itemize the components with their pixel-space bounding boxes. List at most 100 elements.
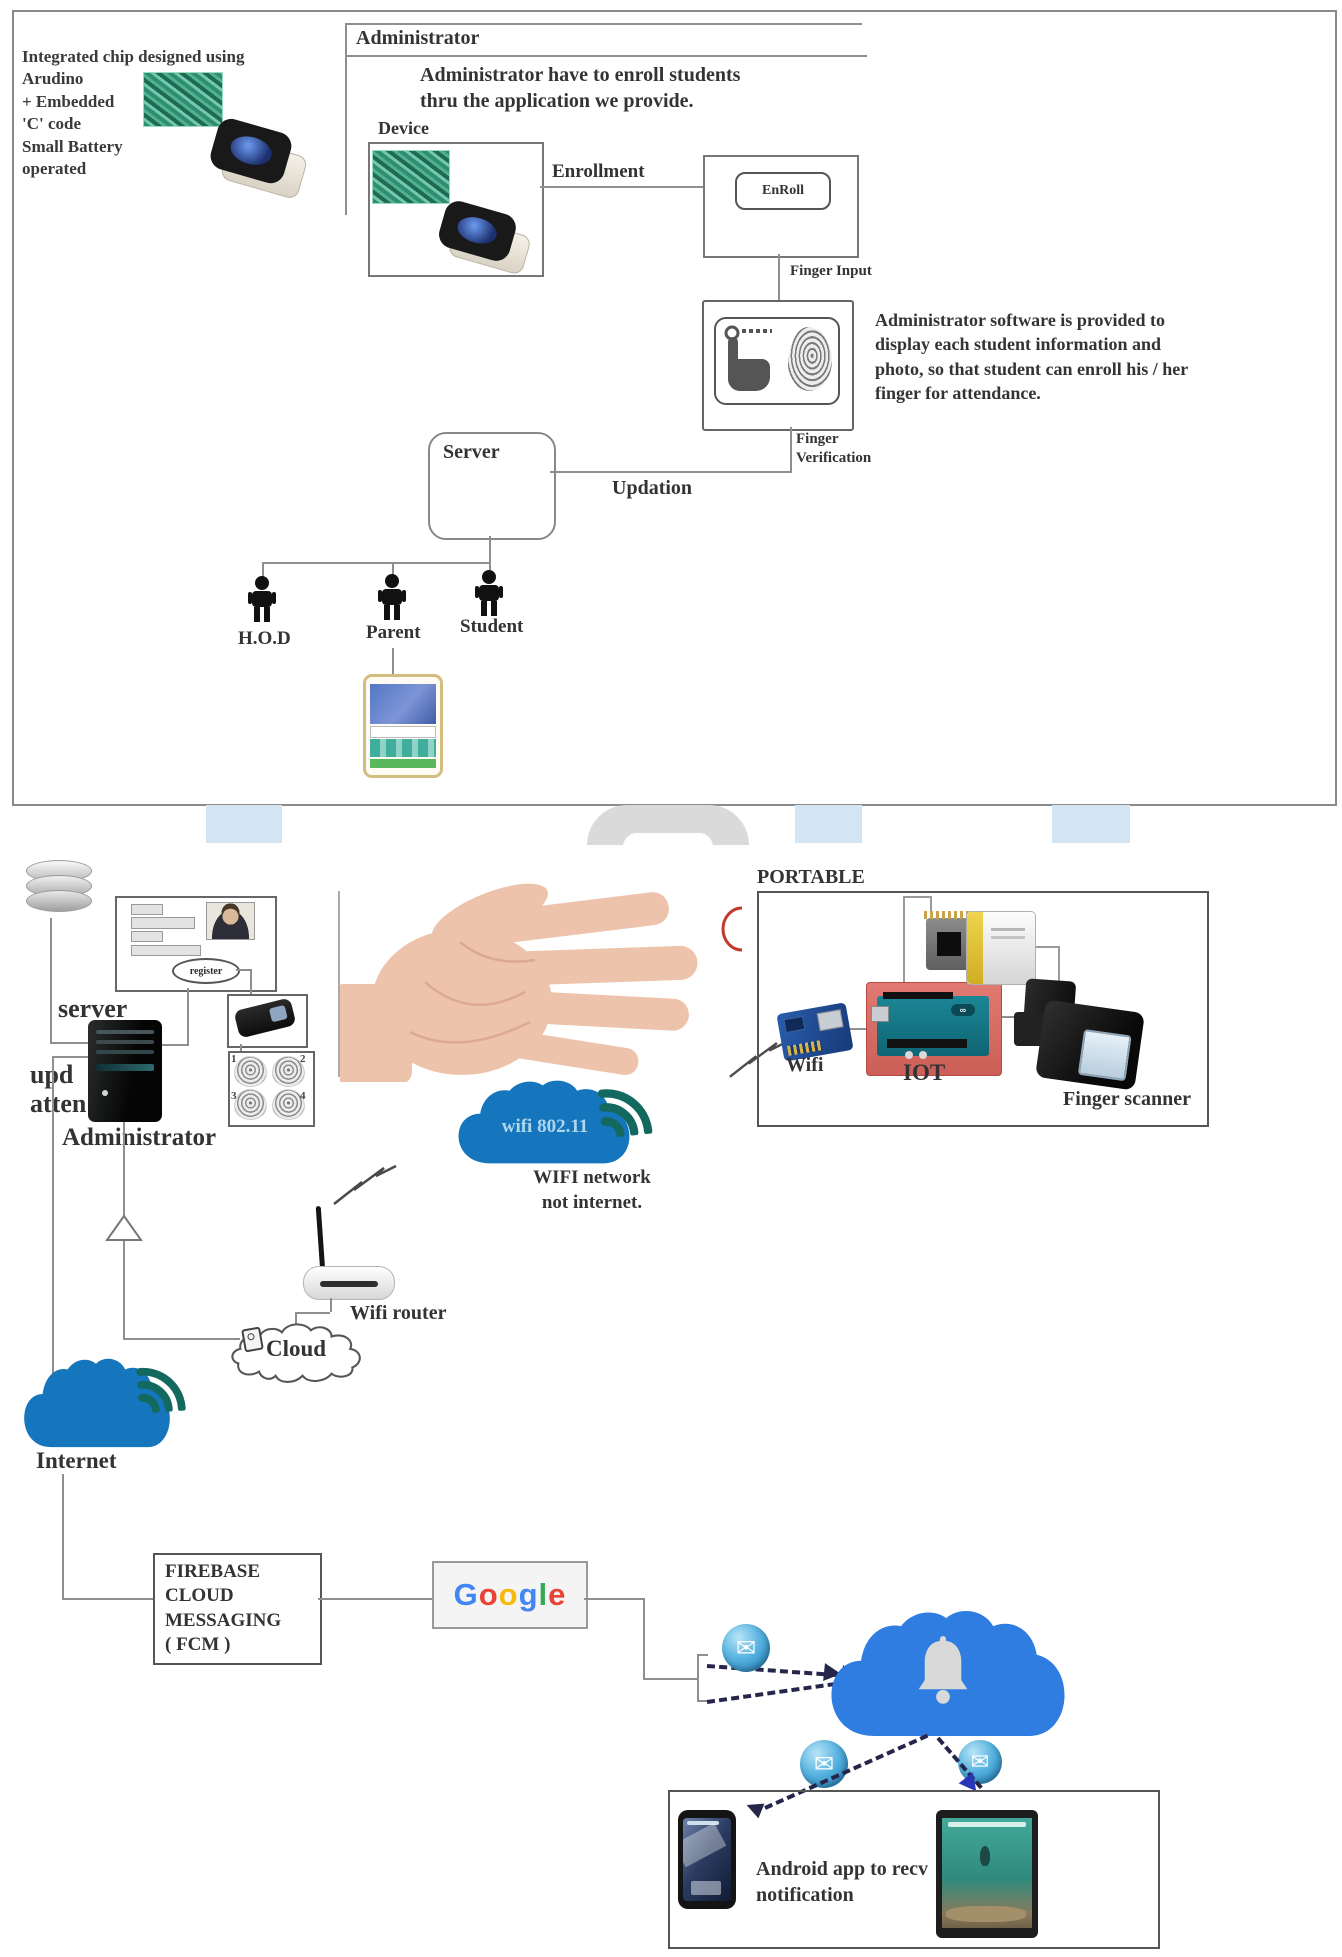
- phone-screen-top: [370, 684, 436, 724]
- devices-box: [668, 1790, 1160, 1949]
- enroll-button-label: EnRoll: [761, 183, 804, 198]
- wifi-cloud-icon: [458, 1080, 630, 1164]
- fcm-label: FIREBASE CLOUD MESSAGING ( FCM ): [165, 1561, 282, 1655]
- fingerprint-3: [234, 1089, 267, 1120]
- fingerprint-4: [272, 1089, 305, 1120]
- admin-note: Administrator have to enroll students th…: [420, 64, 741, 112]
- envelope-icon: ✉: [722, 1624, 770, 1672]
- router-antenna: [315, 1205, 326, 1273]
- hod-person-icon: [248, 576, 276, 622]
- wire: [903, 896, 905, 984]
- student-person-icon: [475, 570, 503, 616]
- iot-to-scanner-line: [1000, 1016, 1018, 1018]
- form-field: [131, 904, 163, 915]
- fingerprint-2: [272, 1056, 305, 1087]
- wifi-note: WIFI network not internet.: [533, 1167, 651, 1213]
- device-label: Device: [378, 118, 429, 138]
- portable-box: [757, 891, 1209, 1127]
- hod-stub-line: [262, 562, 264, 577]
- scanner-to-prints-line: [240, 1044, 242, 1051]
- router-link-v1: [330, 1298, 332, 1312]
- battery-image: [966, 911, 1036, 985]
- form-field: [131, 931, 163, 942]
- wire: [930, 896, 932, 918]
- cloud-outline-icon: [231, 1323, 361, 1383]
- server-label-bottom: server: [58, 994, 128, 1023]
- parent-phone-image: [363, 674, 443, 778]
- google-bracket-line: [643, 1678, 697, 1680]
- scanner-face: [207, 115, 295, 187]
- phone-search-bar: [370, 726, 436, 738]
- bracket-bottom: [697, 1700, 708, 1702]
- form-field: [131, 945, 201, 956]
- updation-label: Updation: [612, 477, 693, 499]
- fcm-box: [153, 1553, 322, 1665]
- cloud-label: Cloud: [266, 1336, 327, 1361]
- form-field: [131, 917, 195, 929]
- internet-label: Internet: [36, 1448, 117, 1473]
- scanner-face: [435, 197, 519, 264]
- device-scanner-image: [424, 197, 533, 276]
- device-box: [368, 142, 544, 277]
- form-to-tower-line: [162, 1044, 187, 1046]
- internet-cloud-icon: [24, 1358, 170, 1448]
- envelope-icon: ✉: [958, 1740, 1002, 1784]
- finger-scanner-image: [1012, 976, 1145, 1092]
- android-phone-image: [678, 1810, 736, 1909]
- wifi-cloud-text: wifi 802.11: [501, 1116, 589, 1137]
- wire: [1034, 946, 1058, 948]
- wifi-signal-icon: [597, 1089, 653, 1139]
- enrollment-line: [540, 186, 703, 188]
- scanner-thumb-box: [227, 994, 308, 1048]
- fingerprints-box: [228, 1051, 315, 1127]
- google-out-line: [584, 1598, 643, 1600]
- enroll-button: EnRoll: [735, 172, 831, 210]
- left-long-line: [52, 1056, 54, 1378]
- phone-bottom-row: [370, 759, 436, 768]
- student-photo: [206, 902, 255, 940]
- admin-header-left-line: [345, 23, 347, 215]
- finger-scanner-label: Finger scanner: [1063, 1088, 1191, 1110]
- software-note: Administrator software is provided to di…: [875, 310, 1189, 403]
- device-chip-image: [372, 150, 450, 204]
- wifi-router-label: Wifi router: [350, 1302, 447, 1324]
- dashed-arrow-bottom: [706, 1680, 848, 1704]
- internet-signal-icon: [136, 1367, 186, 1414]
- server-down-line: [489, 536, 491, 563]
- touch-hand-icon: [724, 325, 772, 391]
- cloud-phone-icon: [241, 1326, 264, 1353]
- watermark-shape: [1052, 805, 1130, 843]
- lightning-icon: [333, 1164, 397, 1205]
- arduino-chip-image: [143, 72, 223, 127]
- fingerprint-1: [234, 1056, 267, 1087]
- register-button-label: register: [189, 965, 223, 977]
- google-box: Google: [432, 1561, 588, 1629]
- android-note: Android app to recv notification: [756, 1858, 929, 1906]
- admin-header-bottom-line: [345, 55, 867, 57]
- enroll-to-verify-line: [778, 254, 780, 300]
- parent-person-icon: [378, 574, 406, 620]
- server-box: [428, 432, 556, 540]
- google-logo: Google: [453, 1577, 567, 1612]
- enroll-box: [703, 155, 859, 258]
- verify-to-updation-line: [790, 427, 792, 473]
- role-label-student: Student: [460, 616, 524, 637]
- administrator-label-bottom: Administrator: [62, 1124, 217, 1151]
- bracket-top: [697, 1654, 708, 1656]
- iot-label: IOT: [903, 1060, 946, 1085]
- db-down-line: [50, 918, 52, 1042]
- wifi-router-image: [303, 1266, 395, 1300]
- portable-title: PORTABLE: [757, 866, 865, 888]
- parent-phone-line: [392, 648, 394, 676]
- fingerprint-pattern: [788, 327, 832, 391]
- register-button: register: [172, 958, 240, 984]
- form-down-line: [187, 988, 189, 1046]
- bell-icon: [918, 1636, 968, 1704]
- role-label-hod: H.O.D: [238, 628, 291, 649]
- server-label: Server: [443, 441, 500, 463]
- verification-inner-panel: [714, 317, 840, 405]
- wire: [1058, 946, 1060, 1004]
- upd-line: [52, 1056, 88, 1058]
- fingerprint-number: 3: [231, 1090, 237, 1102]
